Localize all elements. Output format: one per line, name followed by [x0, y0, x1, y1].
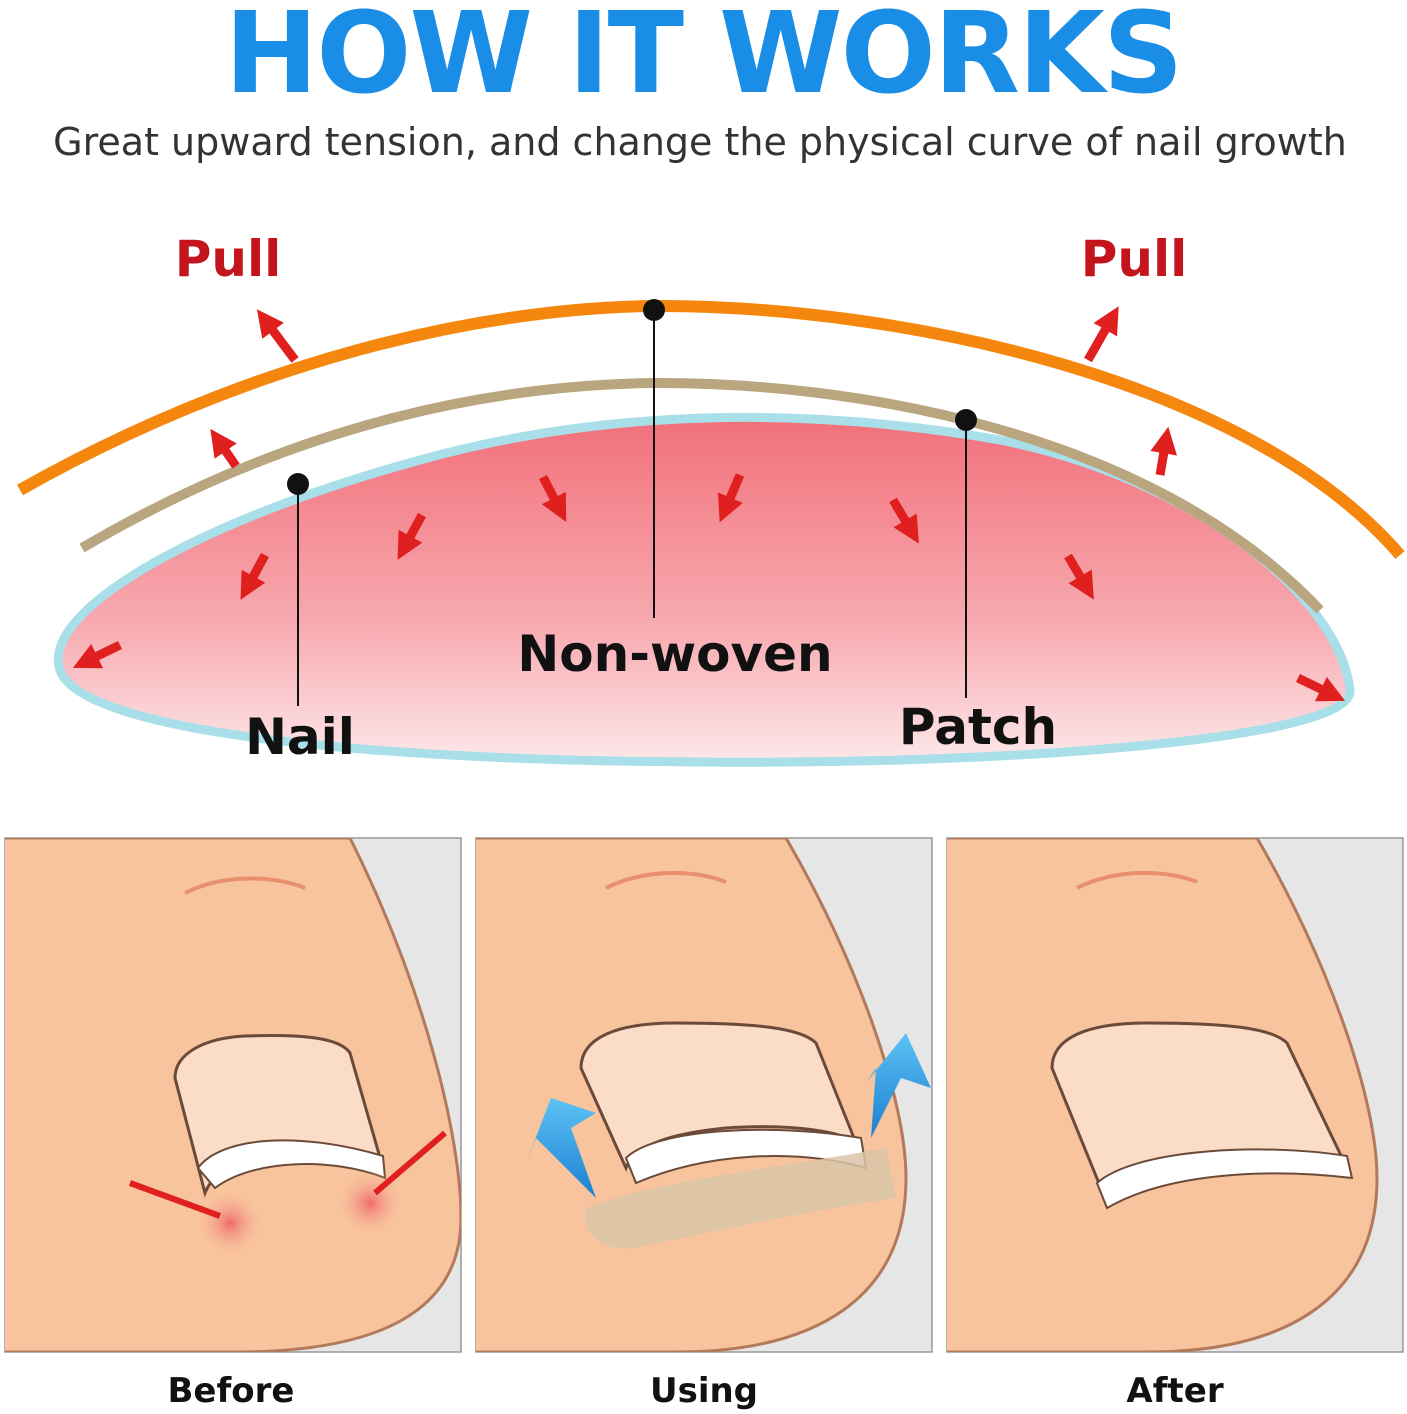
nail-marker	[287, 473, 309, 495]
label-nail: Nail	[245, 708, 355, 766]
down-arrow-icon	[538, 474, 567, 523]
down-arrow-icon	[889, 497, 919, 544]
lift-arrow-icon	[866, 1033, 931, 1138]
stage-label-using: Using	[650, 1371, 758, 1411]
down-arrow-icon	[717, 473, 745, 523]
out-arrow-icon	[72, 640, 122, 669]
pull-label-left: Pull	[175, 230, 282, 288]
ingrown-icon	[128, 1130, 447, 1219]
down-arrow-icon	[397, 512, 426, 560]
stage-label-before: Before	[168, 1371, 295, 1411]
pull-arrow-icon	[256, 309, 299, 363]
down-arrow-icon	[1064, 553, 1094, 600]
arrows	[72, 306, 1346, 702]
patch-marker	[955, 409, 977, 431]
label-nonwoven: Non-woven	[517, 625, 832, 683]
page-title: HOW IT WORKS	[225, 0, 1182, 119]
nonwoven-arc	[17, 299, 1405, 559]
lift-arrow-icon	[526, 1098, 596, 1198]
stage-label-after: After	[1126, 1371, 1223, 1411]
subtitle: Great upward tension, and change the phy…	[53, 120, 1347, 164]
pull-label-right: Pull	[1081, 230, 1188, 288]
stage-panel-before	[4, 837, 462, 1353]
patch-applied	[585, 1148, 896, 1249]
up-arrow-icon	[1150, 426, 1178, 476]
up-arrow-icon	[210, 428, 240, 469]
pull-arrow-icon	[1084, 306, 1119, 363]
stage-panel-using	[475, 837, 933, 1353]
patch-arc	[79, 377, 1324, 614]
down-arrow-icon	[240, 552, 269, 600]
label-patch: Patch	[899, 698, 1057, 756]
nail-cross-section-diagram: Pull Pull Non-woven Nail Patch	[17, 230, 1405, 767]
out-arrow-icon	[1296, 673, 1346, 702]
nonwoven-marker	[643, 299, 665, 321]
stage-panel-after	[946, 837, 1404, 1353]
